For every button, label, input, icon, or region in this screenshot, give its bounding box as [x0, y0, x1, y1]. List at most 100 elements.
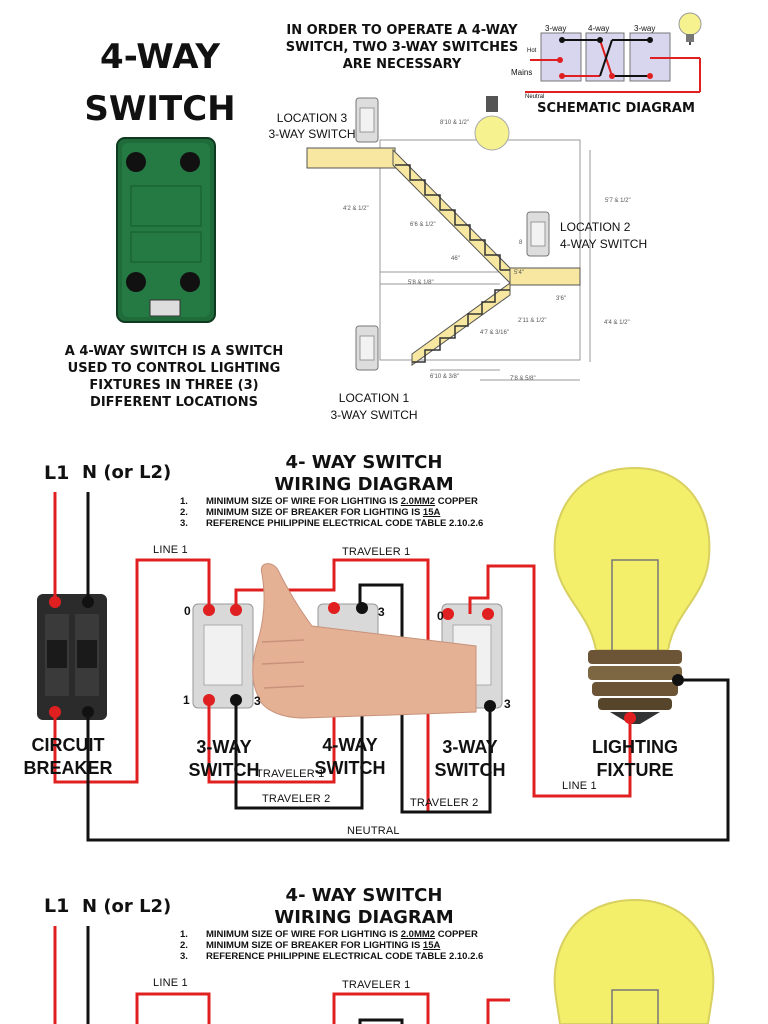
dim-label-9: 4'4 & 1/2" [604, 320, 630, 326]
dim-label-2: 4'2 & 1/2" [343, 206, 369, 212]
note-1-repeat: 1. MINIMUM SIZE OF WIRE FOR LIGHTING IS 2… [180, 929, 560, 940]
dim-label-10: 4'7 & 3/16" [480, 330, 509, 336]
location-2-line-1: LOCATION 2 [560, 220, 631, 234]
dim-label-6: 5'4" [514, 270, 524, 276]
schematic-label-3way-right: 3-way [634, 24, 656, 33]
circuit-breaker-label: CIRCUIT BREAKER [16, 734, 120, 780]
location-1-label: LOCATION 1 3-WAY SWITCH [324, 390, 424, 424]
dim-label-5: 5'8 & 1/8" [408, 280, 434, 286]
l1-label: L1 [44, 462, 70, 484]
schematic-label-hot: Hot [527, 48, 537, 54]
wiring-notes-repeat: 1. MINIMUM SIZE OF WIRE FOR LIGHTING IS 2… [180, 929, 560, 962]
location-3-line-1: LOCATION 3 [276, 111, 348, 125]
note-3-number: 3. [180, 518, 188, 529]
schematic-label-mains: Mains [511, 68, 533, 77]
n-l2-label: N (or L2) [82, 462, 172, 483]
note-2-repeat-number: 2. [180, 940, 188, 951]
terminals [49, 596, 684, 724]
traveler-1-label-repeat: TRAVELER 1 [342, 979, 411, 991]
note-2-repeat-text: MINIMUM SIZE OF BREAKER FOR LIGHTING IS [206, 940, 423, 951]
note-1-repeat-underlined: 2.0MM2 [400, 929, 436, 940]
note-1-repeat-text: MINIMUM SIZE OF WIRE FOR LIGHTING IS [206, 929, 401, 940]
traveler-2-label-left: TRAVELER 2 [262, 793, 331, 805]
fixture-label-line-2: FIXTURE [596, 760, 674, 780]
note-1: 1. MINIMUM SIZE OF WIRE FOR LIGHTING IS 2… [180, 496, 560, 507]
line-1-label-top: LINE 1 [153, 544, 188, 556]
circuit-breaker-body [37, 594, 107, 720]
title-line-2: SWITCH [84, 88, 236, 129]
note-3-repeat-number: 3. [180, 951, 188, 962]
sw3-terminal-0: 0 [437, 609, 444, 623]
line-1-label-right: LINE 1 [562, 780, 597, 792]
sw2-label-line-1: 4-WAY [322, 735, 378, 755]
location-3-label: LOCATION 3 3-WAY SWITCH [262, 110, 362, 142]
schematic-label-4way: 4-way [588, 24, 610, 33]
sw1-label-line-1: 3-WAY [196, 737, 252, 757]
note-1-repeat-suffix: COPPER [435, 929, 478, 940]
sw3-terminal-3: 3 [504, 697, 511, 711]
title-4-way-switch: 4-WAY SWITCH [70, 39, 250, 129]
sw2-terminal-3: 3 [378, 605, 385, 619]
sw3-label: 3-WAY SWITCH [424, 736, 516, 782]
dim-label-11: 6'10 & 3/8" [430, 374, 459, 380]
wiring-title-repeat-line-2: WIRING DIAGRAM [274, 907, 454, 928]
wiring-title-repeat-line-1: 4- WAY SWITCH [285, 885, 443, 906]
n-l2-label-repeat: N (or L2) [82, 896, 172, 917]
location-3-line-2: 3-WAY SWITCH [268, 127, 356, 141]
note-1-underlined: 2.0MM2 [400, 496, 436, 507]
note-3: 3. REFERENCE PHILIPPINE ELECTRICAL CODE T… [180, 518, 560, 529]
wiring-title-repeat: 4- WAY SWITCH WIRING DIAGRAM [254, 885, 474, 929]
wiring-title: 4- WAY SWITCH WIRING DIAGRAM [254, 452, 474, 496]
circuit-breaker-line-1: CIRCUIT [31, 735, 105, 755]
note-1-repeat-number: 1. [180, 929, 188, 940]
note-3-repeat-text: REFERENCE PHILIPPINE ELECTRICAL CODE TAB… [206, 951, 484, 962]
sw1-label: 3-WAY SWITCH [178, 736, 270, 782]
location-2-label: LOCATION 2 4-WAY SWITCH [560, 219, 670, 253]
dim-label-0: 8'10 & 1/2" [440, 120, 469, 126]
l1-label-repeat: L1 [44, 895, 70, 917]
schematic-label-3way-left: 3-way [545, 24, 567, 33]
note-1-text: MINIMUM SIZE OF WIRE FOR LIGHTING IS [206, 496, 401, 507]
note-2: 2. MINIMUM SIZE OF BREAKER FOR LIGHTING I… [180, 507, 560, 518]
dim-label-13: 8 [519, 240, 523, 246]
traveler-1-label-top: TRAVELER 1 [342, 546, 411, 558]
wiring-title-line-1: 4- WAY SWITCH [285, 452, 443, 473]
fixture-label: LIGHTING FIXTURE [576, 736, 694, 782]
circuit-breaker-line-2: BREAKER [23, 758, 113, 778]
dim-label-1: 5'7 & 1/2" [605, 198, 631, 204]
note-2-text: MINIMUM SIZE OF BREAKER FOR LIGHTING IS [206, 507, 423, 518]
sw1-terminal-3: 3 [254, 694, 261, 708]
dim-label-12: 7'8 & 5/8" [510, 376, 536, 382]
line-1-label-repeat: LINE 1 [153, 977, 188, 989]
dim-label-3: 6'6 & 1/2" [410, 222, 436, 228]
sw3-label-line-2: SWITCH [434, 760, 506, 780]
location-1-line-1: LOCATION 1 [338, 391, 410, 405]
note-2-number: 2. [180, 507, 188, 518]
note-1-number: 1. [180, 496, 188, 507]
dim-label-7: 3'6" [556, 296, 566, 302]
traveler-1-label-bottom: TRAVELER 1 [256, 768, 325, 780]
sw1-label-line-2: SWITCH [188, 760, 260, 780]
dim-label-4: 46" [451, 256, 460, 262]
wires [53, 492, 730, 842]
lighting-fixture-bulb [553, 466, 711, 724]
sw2-label-line-2: SWITCH [314, 758, 386, 778]
note-3-repeat: 3. REFERENCE PHILIPPINE ELECTRICAL CODE T… [180, 951, 560, 962]
neutral-label: NEUTRAL [347, 825, 400, 837]
sw3-label-line-1: 3-WAY [442, 737, 498, 757]
sw2-label: 4-WAY SWITCH [304, 734, 396, 780]
schematic-caption: SCHEMATIC DIAGRAM [537, 101, 695, 116]
location-1-line-2: 3-WAY SWITCH [330, 408, 418, 422]
wiring-notes: 1. MINIMUM SIZE OF WIRE FOR LIGHTING IS 2… [180, 496, 560, 529]
wiring-title-line-2: WIRING DIAGRAM [274, 474, 454, 495]
sw1-terminal-0: 0 [184, 604, 191, 618]
note-3-text: REFERENCE PHILIPPINE ELECTRICAL CODE TAB… [206, 518, 484, 529]
note-2-underlined: 15A [422, 507, 441, 518]
note-2-repeat-underlined: 15A [422, 940, 441, 951]
